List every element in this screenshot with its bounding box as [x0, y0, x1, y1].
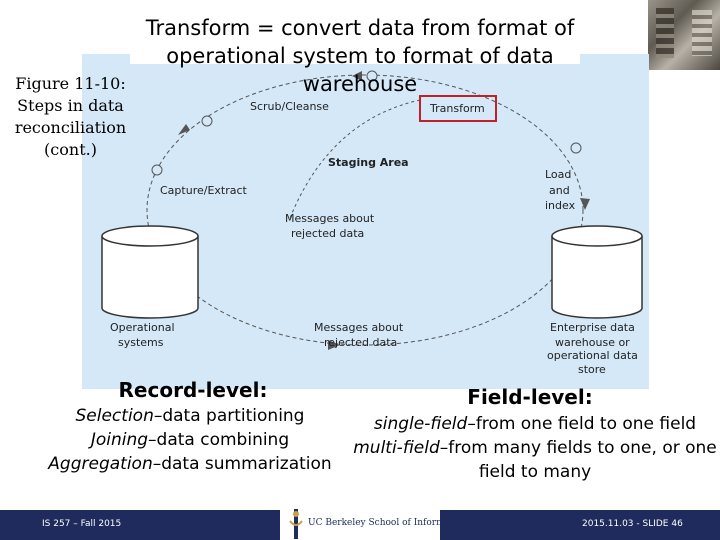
record-level-list: Selection–data partitioning Joining–data…: [30, 404, 350, 476]
arrow-head: [580, 198, 590, 210]
diagram-panel: [82, 54, 649, 389]
header-photo: [648, 0, 720, 70]
arrow-head: [328, 340, 340, 350]
footer-left-bar: IS 257 – Fall 2015: [0, 510, 280, 540]
slide-title: Transform = convert data from format of …: [145, 16, 575, 96]
messages-rejected-label: Messages about: [285, 212, 375, 225]
transform-label: Transform: [429, 102, 485, 115]
enterprise-label: Enterprise data: [550, 321, 635, 334]
footer-logo: UC Berkeley School of Information: [286, 508, 468, 540]
field-level-list: single-field–from one field to one field…: [350, 412, 720, 484]
operational-label: Operational: [110, 321, 175, 334]
enterprise-label: operational data: [547, 349, 638, 362]
list-item: Joining–data combining: [90, 430, 290, 450]
node-marker: [151, 164, 163, 176]
list-item: Selection–data partitioning: [75, 406, 305, 426]
node-marker: [570, 142, 582, 154]
transform-highlight: [419, 95, 497, 122]
arrow-head: [178, 124, 190, 135]
capture-extract-label: Capture/Extract: [160, 184, 248, 197]
staging-area-label: Staging Area: [328, 156, 409, 169]
ischool-logo-icon: [289, 509, 303, 539]
enterprise-warehouse-icon: [551, 225, 643, 319]
operational-label: systems: [118, 336, 164, 349]
field-level-heading: Field-level:: [467, 385, 593, 409]
arrow-head: [352, 71, 362, 81]
rejected-arrow: [289, 99, 421, 219]
node-marker: [201, 115, 213, 127]
operational-systems-icon: [101, 225, 199, 319]
course-label: IS 257 – Fall 2015: [42, 519, 122, 529]
list-item: single-field–from one field to one field: [373, 414, 697, 434]
load-label: Load: [545, 168, 571, 181]
load-label: and: [549, 184, 570, 197]
messages-rejected-label: rejected data: [324, 336, 397, 349]
node-marker: [366, 70, 378, 82]
slide-number: 2015.11.03 - SLIDE 46: [582, 519, 683, 529]
messages-rejected-label: Messages about: [314, 321, 404, 334]
enterprise-label: store: [578, 363, 606, 376]
enterprise-label: warehouse or: [555, 336, 630, 349]
footer-right-bar: 2015.11.03 - SLIDE 46: [440, 510, 720, 540]
figure-caption: Figure 11-10: Steps in data reconciliati…: [14, 74, 127, 159]
record-level-heading: Record-level:: [118, 378, 268, 402]
scrub-cleanse-label: Scrub/Cleanse: [250, 100, 329, 113]
load-label: index: [545, 199, 576, 212]
title-background: [130, 12, 580, 64]
list-item: Aggregation–data summarization: [48, 454, 332, 474]
cycle-path: [146, 74, 584, 346]
list-item: multi-field–from many fields to one, or …: [353, 438, 717, 482]
logo-text: UC Berkeley School of Information: [308, 518, 468, 528]
messages-rejected-label: rejected data: [291, 227, 364, 240]
